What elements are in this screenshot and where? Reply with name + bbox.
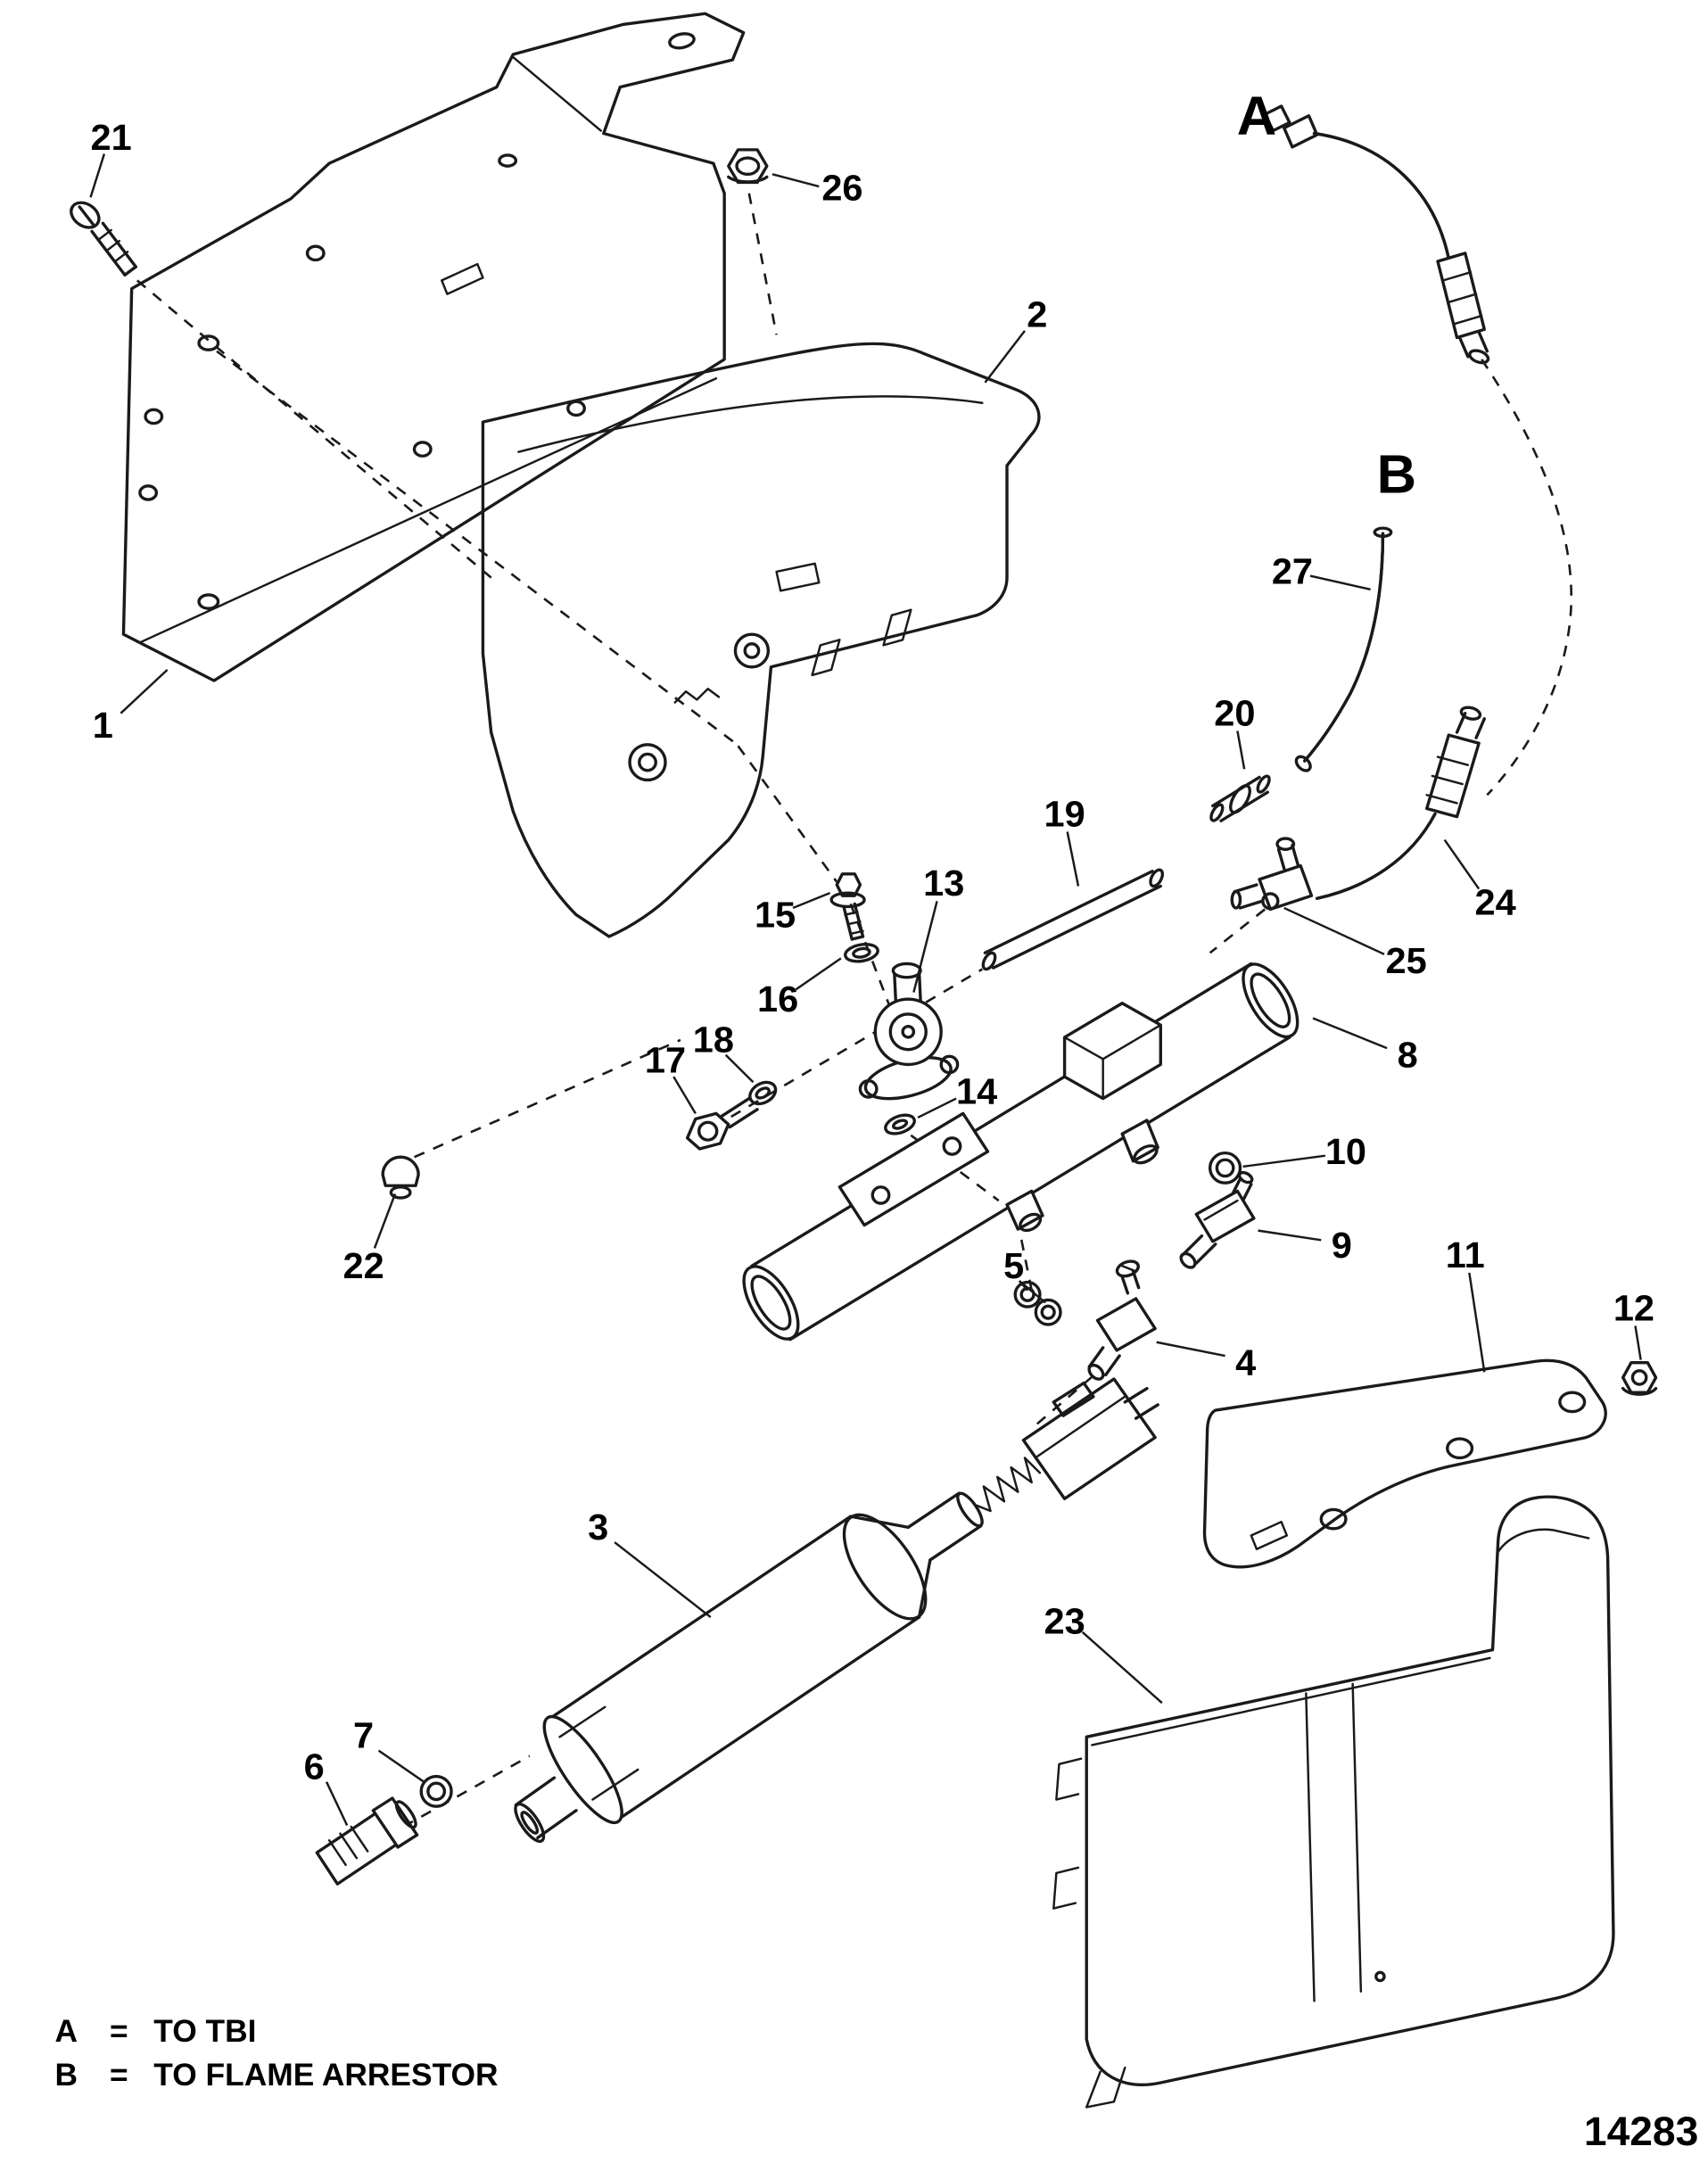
part-1-mounting-bracket	[121, 12, 746, 682]
section-label-a: A	[1237, 86, 1276, 146]
part-12-nut	[1621, 1360, 1658, 1396]
callout-leader-25	[1283, 906, 1385, 955]
legend-b-separator: =	[110, 2058, 128, 2093]
callout-2: 2	[1027, 293, 1047, 334]
callout-leader-10	[1242, 1154, 1326, 1168]
callout-8: 8	[1398, 1035, 1418, 1076]
callout-leader-2	[984, 330, 1026, 384]
part-11-bracket	[1202, 1358, 1607, 1569]
callout-20: 20	[1214, 693, 1255, 734]
callout-leader-18	[724, 1053, 755, 1084]
callout-leader-8	[1312, 1017, 1388, 1050]
legend-a-key: A	[55, 2014, 78, 2049]
part-24-hose-fitting	[1230, 706, 1486, 912]
callout-6: 6	[304, 1746, 325, 1787]
part-27-hose-b	[1294, 526, 1393, 772]
part-26-locknut	[727, 148, 769, 185]
callout-leader-20	[1236, 731, 1246, 770]
callout-27: 27	[1272, 551, 1313, 592]
callout-leader-21	[89, 153, 106, 198]
callout-13: 13	[923, 863, 964, 904]
part-4-elbow-fitting	[1087, 1259, 1157, 1381]
assembly-axis-lines	[136, 193, 1573, 1829]
callout-3: 3	[588, 1507, 608, 1548]
part-5-orings	[1013, 1280, 1062, 1326]
callout-26: 26	[821, 167, 862, 208]
callout-18: 18	[693, 1020, 734, 1061]
legend-a-label: TO TBI	[153, 2014, 256, 2049]
callout-24: 24	[1474, 882, 1515, 923]
part-7-washer	[419, 1774, 453, 1808]
callout-25: 25	[1386, 940, 1427, 981]
part-19-tube	[981, 868, 1165, 971]
callout-11: 11	[1446, 1234, 1485, 1276]
part-9-elbow-fitting	[1179, 1170, 1256, 1269]
part-16-washer	[844, 943, 879, 963]
callout-1: 1	[93, 705, 113, 746]
part-15-screw	[829, 872, 866, 941]
section-label-b: B	[1377, 444, 1416, 505]
part-18-washer	[748, 1080, 778, 1106]
callout-12: 12	[1613, 1287, 1654, 1328]
part-25-oring	[1261, 892, 1280, 911]
callout-leader-11	[1468, 1272, 1486, 1373]
callout-21: 21	[90, 117, 131, 158]
part-13-pressure-regulator	[858, 962, 960, 1101]
callout-leader-26	[771, 173, 820, 188]
callout-5: 5	[1003, 1245, 1024, 1286]
callout-leader-5	[1019, 1280, 1046, 1304]
callout-leader-22	[373, 1193, 397, 1249]
callout-14: 14	[956, 1071, 997, 1112]
callout-16: 16	[757, 978, 798, 1020]
part-10-oring	[1208, 1151, 1242, 1185]
callout-7: 7	[353, 1715, 374, 1756]
callout-leader-17	[672, 1076, 697, 1114]
part-20-fitting	[1209, 774, 1271, 822]
callout-leader-27	[1309, 574, 1371, 590]
hose-a-to-tbi	[1263, 104, 1490, 365]
part-22-plug	[381, 1155, 420, 1200]
drawing-number: 14283	[1584, 2108, 1698, 2154]
callout-22: 22	[343, 1245, 384, 1286]
callout-17: 17	[645, 1040, 686, 1081]
part-14-seal	[884, 1113, 916, 1135]
legend-b-label: TO FLAME ARRESTOR	[153, 2058, 498, 2093]
part-17-bolt	[685, 1096, 759, 1151]
callout-19: 19	[1044, 793, 1085, 834]
callout-15: 15	[755, 894, 796, 935]
callout-10: 10	[1325, 1131, 1366, 1172]
callout-leader-6	[325, 1781, 349, 1827]
callout-leader-1	[120, 668, 169, 714]
callout-leader-16	[795, 957, 842, 991]
part-2-cover	[481, 342, 1041, 938]
part-21-screw	[70, 201, 137, 277]
legend-b-key: B	[55, 2058, 78, 2093]
callout-leader-23	[1081, 1631, 1163, 1705]
callout-leader-13	[912, 900, 938, 993]
callout-leader-14	[917, 1097, 957, 1119]
callout-leader-24	[1443, 838, 1481, 890]
callout-leader-9	[1258, 1229, 1322, 1242]
callout-9: 9	[1332, 1225, 1352, 1266]
part-3-fuel-pump	[514, 1377, 1159, 1844]
legend-a-separator: =	[110, 2014, 128, 2049]
callout-leader-15	[792, 892, 831, 910]
callout-leader-12	[1634, 1325, 1642, 1360]
callout-leader-7	[377, 1749, 425, 1783]
part-6-fitting	[315, 1796, 419, 1886]
part-8-fuel-cooler	[742, 962, 1300, 1342]
callout-4: 4	[1235, 1342, 1256, 1383]
callout-leader-4	[1156, 1341, 1225, 1358]
callout-leader-3	[614, 1541, 712, 1618]
part-23-cooler-reservoir	[1052, 1495, 1615, 2109]
callout-23: 23	[1044, 1600, 1085, 1641]
legend: A = TO TBI B = TO FLAME ARRESTOR	[55, 2014, 499, 2093]
callout-leader-19	[1066, 831, 1080, 887]
